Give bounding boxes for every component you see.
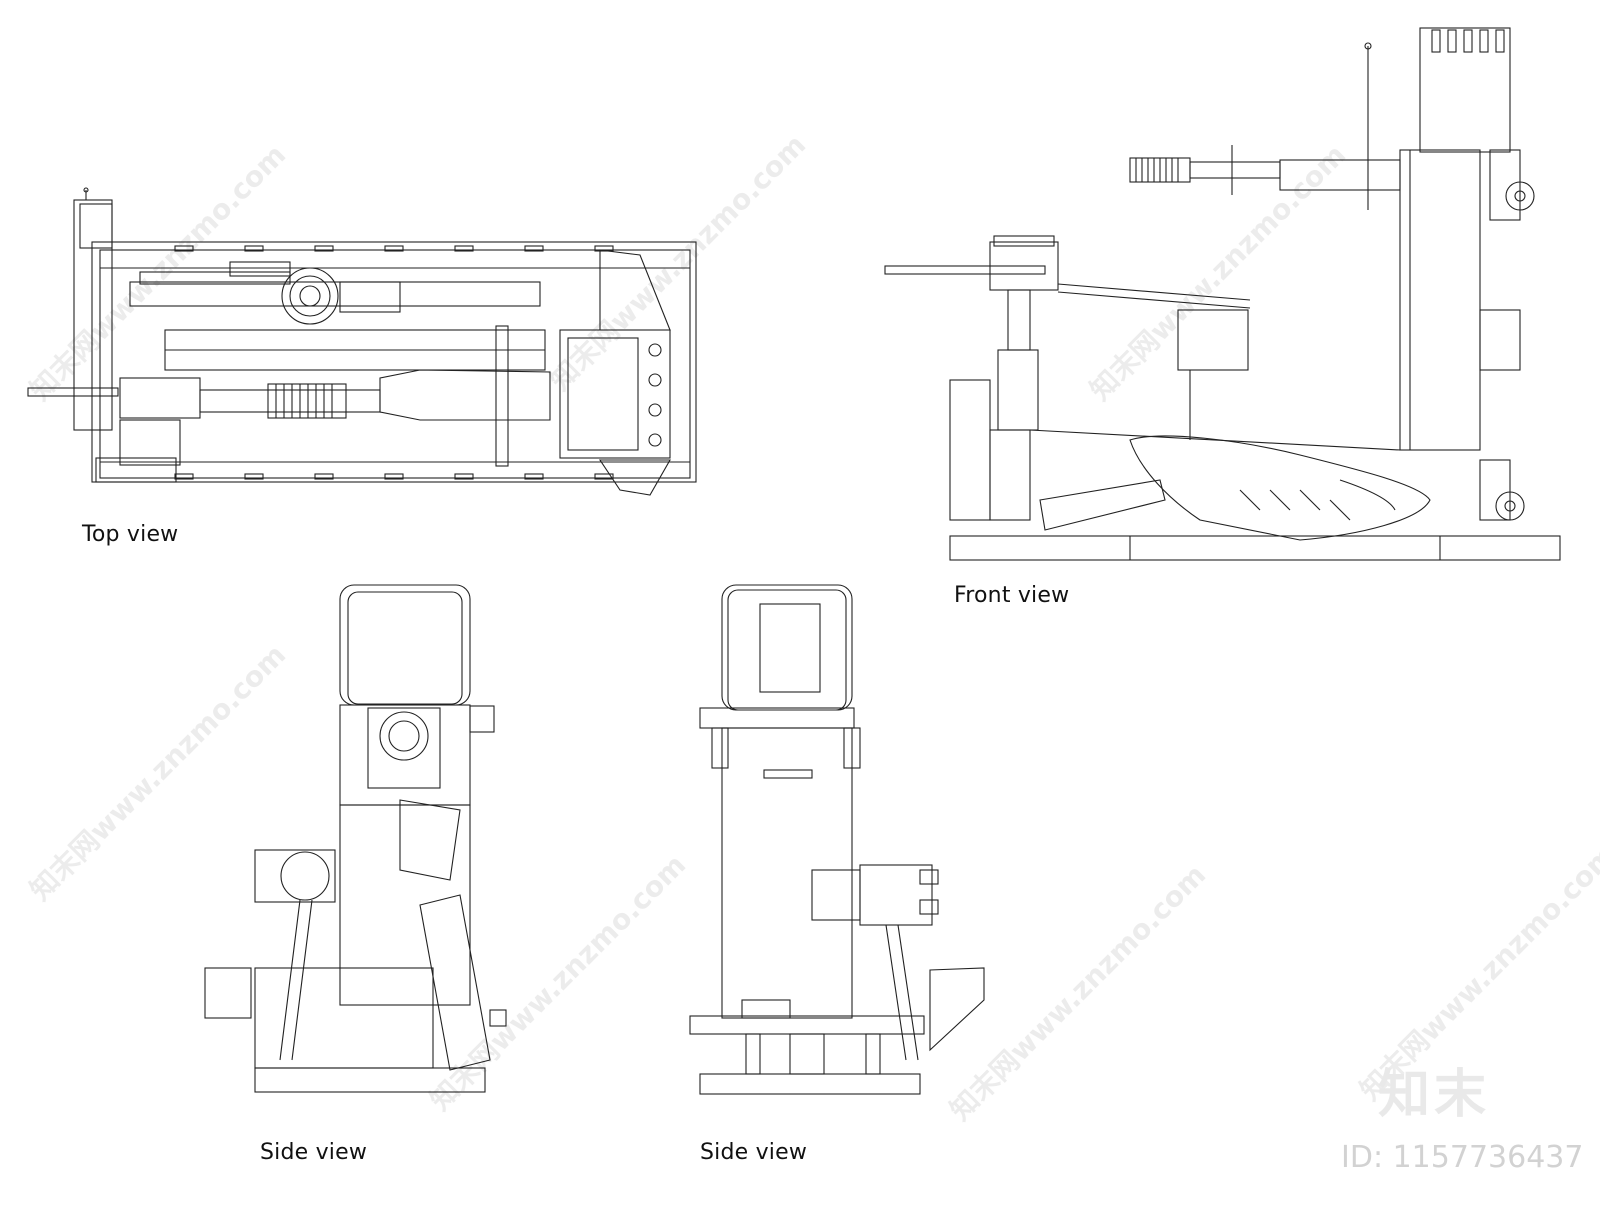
- front-view-drawing: [884, 27, 1561, 561]
- front-view-label: Front view: [954, 583, 1070, 608]
- top-view-label: Top view: [82, 522, 179, 547]
- side-view-label-right: Side view: [700, 1140, 808, 1165]
- top-view-drawing: [27, 187, 697, 496]
- side-view-1-drawing: [204, 584, 507, 1093]
- side-view-2-drawing: [689, 584, 985, 1095]
- image-id-label: ID: 1157736437: [1341, 1140, 1584, 1175]
- side-view-label-left: Side view: [260, 1140, 368, 1165]
- brand-logo: 知末: [1378, 1065, 1491, 1125]
